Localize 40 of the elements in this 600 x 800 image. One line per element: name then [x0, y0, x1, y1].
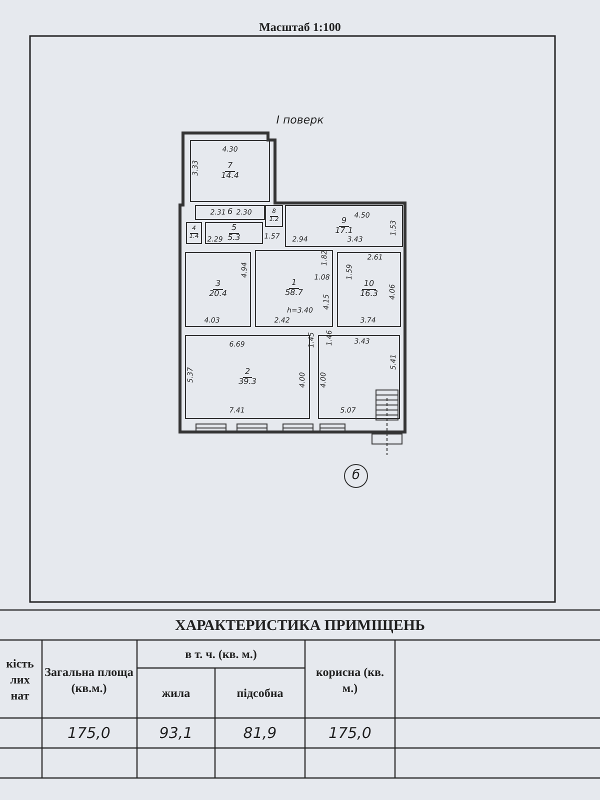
column-header: підсобна [236, 684, 284, 702]
room-number: 2 [242, 368, 252, 378]
column-header: кість лих нат [5, 656, 35, 704]
table-value: 175,0 [68, 724, 110, 742]
room-outline [337, 252, 401, 327]
table-title: ХАРАКТЕРИСТИКА ПРИМІЩЕНЬ [175, 616, 425, 636]
room-area: 20.4 [209, 290, 227, 299]
room-number: 9 [339, 216, 349, 226]
room-outline [285, 205, 403, 247]
room-outline [185, 335, 310, 419]
room-outline [186, 222, 202, 244]
table-value: 93,1 [159, 724, 193, 742]
room-area: 17.1 [335, 226, 353, 236]
marker-letter: б [352, 468, 360, 484]
room-number: 1 [289, 279, 299, 289]
room-area: 16.3 [360, 290, 378, 299]
room-outline [185, 252, 251, 327]
room-outline [265, 205, 283, 227]
column-header: жила [160, 684, 192, 702]
room-number: 10 [362, 280, 376, 290]
room-outline [195, 205, 265, 220]
room-number: 7 [225, 162, 235, 172]
room-area: 58.7 [285, 289, 303, 298]
room-area: 39.3 [238, 378, 256, 386]
sheet-marker [344, 464, 368, 488]
room-outline [255, 250, 333, 327]
room-outline [205, 222, 263, 244]
table-value: 81,9 [243, 724, 277, 742]
table-value: 175,0 [328, 724, 372, 742]
room-number: 6 [227, 208, 233, 217]
room-area: 14.4 [221, 172, 239, 180]
room-number: 3 [213, 280, 223, 290]
column-header: Загальна площа (кв.м.) [44, 664, 134, 696]
scale-note: Масштаб 1:100 [259, 18, 341, 36]
room-area: 5.3 [228, 234, 240, 242]
room-number: 5 [229, 224, 239, 234]
column-header: корисна (кв. м.) [315, 664, 385, 696]
floor-title: I поверк [276, 114, 324, 126]
room-outline [190, 140, 270, 202]
column-header: в т. ч. (кв. м.) [184, 646, 258, 662]
